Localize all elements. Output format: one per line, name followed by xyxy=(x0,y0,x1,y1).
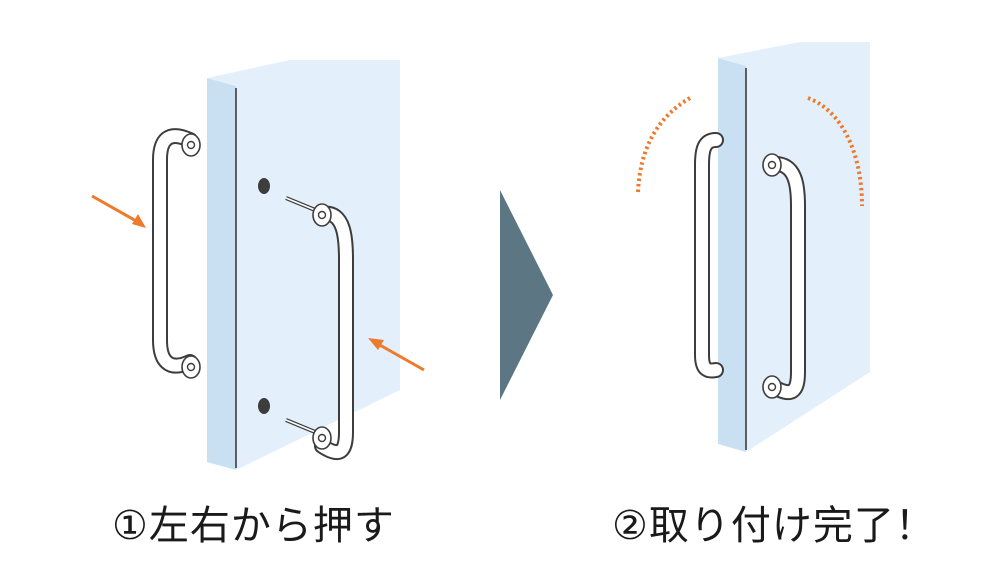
motion-arc-left xyxy=(636,96,692,193)
front-handle-installed xyxy=(762,153,806,401)
next-triangle-icon xyxy=(500,190,553,400)
door-hole-top xyxy=(258,178,270,194)
back-handle-right-scene xyxy=(694,132,724,379)
push-arrow-right xyxy=(368,338,425,372)
caption-step1: ①左右から押す xyxy=(112,503,395,549)
back-handle-left xyxy=(152,128,201,379)
caption-step2: ②取り付け完了！ xyxy=(612,503,936,549)
front-handle-left-scene xyxy=(312,203,354,461)
door-edge-left xyxy=(207,78,236,470)
door-hole-bottom xyxy=(258,398,270,414)
step1-illustration xyxy=(91,60,425,470)
door-edge-right xyxy=(718,58,746,452)
motion-arc-right xyxy=(807,96,864,207)
push-arrow-left xyxy=(91,194,146,228)
step2-illustration xyxy=(636,42,870,452)
